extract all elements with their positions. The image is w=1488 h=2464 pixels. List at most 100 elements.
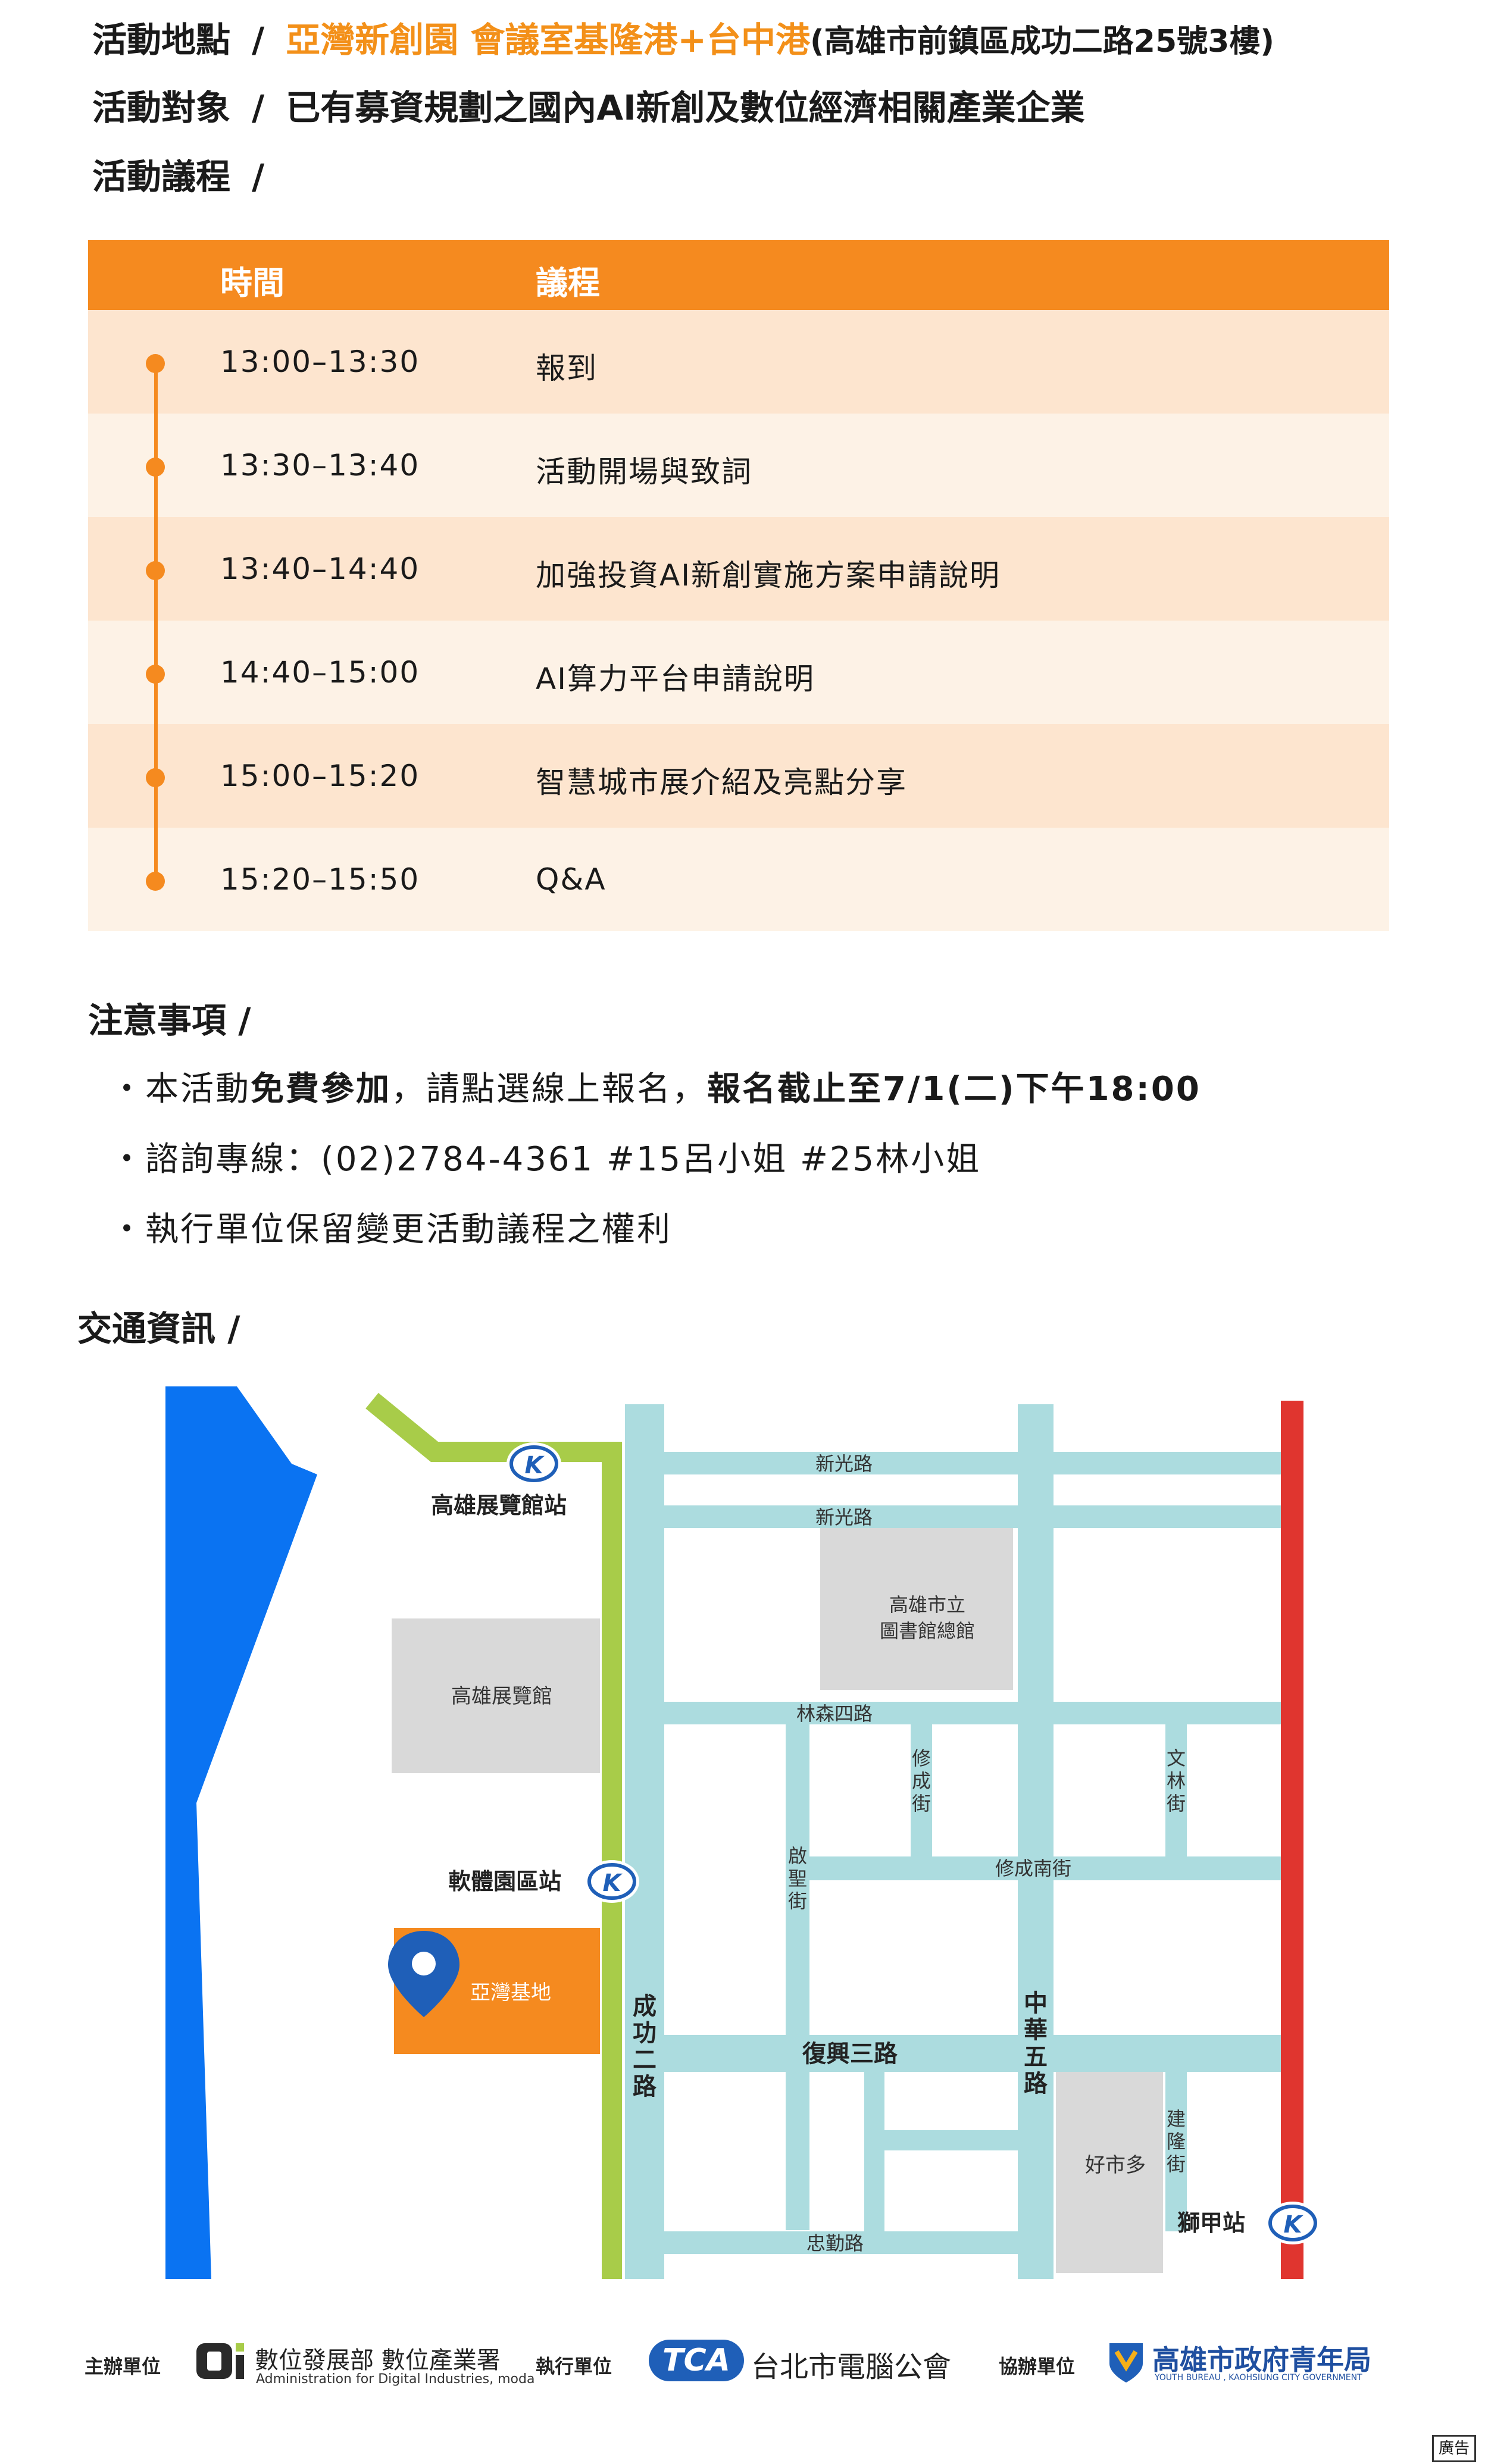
tca-logo-icon: TCA (649, 2340, 744, 2381)
char: 五 (1024, 2043, 1048, 2071)
agenda-row: 13:00–13:30 報到 (88, 310, 1389, 414)
label-library-2: 圖書館總館 (880, 1620, 975, 1642)
agenda-item: AI算力平台申請說明 (536, 662, 815, 696)
label-library-1: 高雄市立 (889, 1593, 965, 1616)
timeline-line (154, 365, 158, 884)
char: 建 (1167, 2108, 1186, 2130)
ad-badge: 廣告 (1432, 2435, 1476, 2462)
notes-title: 注意事項 / (88, 1000, 251, 1041)
road-fuxing (625, 2035, 1283, 2072)
note-free: 免費參加 (251, 1070, 391, 1109)
station-icon-software: K (584, 1860, 639, 1903)
organizer-en: Administration for Digital Industries, m… (256, 2372, 535, 2387)
station-icon-exhibition: K (507, 1442, 561, 1485)
mrt-red-line (1281, 1401, 1303, 2279)
road-xiucheng (911, 1724, 932, 1858)
slash: / (252, 156, 265, 197)
footer: 主辦單位 數位發展部 數位產業署 Administration for Digi… (0, 2325, 1488, 2397)
svg-text:K: K (1284, 2211, 1304, 2238)
char: 林 (1167, 1770, 1186, 1792)
label-station-software: 軟體園區站 (448, 1868, 561, 1895)
label-yawan-base: 亞灣基地 (470, 1981, 551, 2005)
road-jianlong (1165, 2071, 1187, 2231)
road-zhongqin (625, 2231, 1054, 2254)
location-highlight: 亞灣新創園 會議室基隆港+台中港 (286, 20, 810, 60)
location-label: 活動地點 (92, 20, 231, 60)
note-rights: ・執行單位保留變更活動議程之權利 (110, 1210, 672, 1249)
agenda-label: 活動議程 (92, 156, 231, 197)
label-station-exhibition: 高雄展覽館站 (431, 1492, 567, 1519)
char: 聖 (788, 1867, 807, 1890)
label-road-qisheng: 啟 聖 街 (788, 1845, 807, 1912)
executor-name: 台北市電腦公會 (751, 2350, 952, 2384)
char: 修 (912, 1747, 931, 1770)
note-text: ・本活動 (110, 1070, 251, 1109)
note-contact: ・諮詢專線：(02)2784-4361 #15呂小姐 #25林小姐 (110, 1140, 981, 1179)
organizer-label: 主辦單位 (85, 2355, 161, 2378)
note-deadline: 報名截止至7/1(二)下午18:00 (707, 1070, 1201, 1109)
road-small-horiz (864, 2130, 1019, 2150)
agenda-row: 14:40–15:00 AI算力平台申請說明 (88, 621, 1389, 724)
road-zhonghua (1018, 1404, 1054, 2279)
char: 成 (912, 1770, 931, 1792)
lrt-line (365, 1392, 622, 2279)
note-text[interactable]: ，請點選線上報名， (391, 1070, 707, 1109)
char: 華 (1024, 2017, 1048, 2044)
char: 路 (633, 2073, 657, 2100)
svg-text:K: K (603, 1870, 623, 1897)
svg-text:K: K (525, 1452, 545, 1479)
roads (625, 1404, 1283, 2279)
co-organizer-label: 協辦單位 (999, 2355, 1076, 2378)
agenda-time: 14:40–15:00 (220, 655, 420, 690)
char: 街 (1167, 2153, 1186, 2175)
agenda-row: 13:30–13:40 活動開場與致詞 (88, 414, 1389, 517)
header-item: 議程 (536, 264, 600, 302)
agenda-time: 13:30–13:40 (220, 448, 420, 483)
label-costco: 好市多 (1085, 2153, 1146, 2177)
organizer-name: 數位發展部 數位產業署 (255, 2347, 501, 2374)
road-xiucheng-south (786, 1856, 1283, 1880)
road-small-vert (864, 2071, 884, 2231)
transport-map: K K K 高雄展覽館站 軟體園區站 獅甲站 高雄展覽館 高雄市立 圖書館總館 … (165, 1386, 1320, 2279)
char: 路 (1024, 2070, 1048, 2097)
label-road-xinguang-2: 新光路 (815, 1506, 873, 1529)
audience-line: 活動對象/已有募資規劃之國內AI新創及數位經濟相關產業企業 (92, 80, 1085, 130)
header-time: 時間 (220, 264, 285, 302)
road-qisheng (786, 1724, 809, 2230)
costco-block (1056, 2071, 1163, 2273)
agenda-item: 活動開場與致詞 (536, 455, 752, 489)
agenda-time: 13:40–14:40 (220, 552, 420, 586)
agenda-item: 報到 (536, 351, 598, 386)
char: 街 (788, 1890, 807, 1912)
agenda-time: 15:00–15:20 (220, 759, 420, 793)
slash: / (252, 87, 265, 128)
char: 二 (633, 2046, 657, 2074)
station-icon-shijia: K (1265, 2202, 1320, 2244)
location-pin-icon (388, 1931, 459, 2017)
label-road-chenggong: 成 功 二 路 (633, 1993, 657, 2100)
label-road-zhonghua: 中 華 五 路 (1024, 1990, 1048, 2097)
agenda-time: 13:00–13:30 (220, 345, 420, 379)
label-road-zhongqin: 忠勤路 (806, 2232, 864, 2255)
char: 中 (1024, 1990, 1048, 2017)
agenda-row: 15:20–15:50 Q&A (88, 828, 1389, 931)
char: 功 (633, 2020, 657, 2047)
note-registration: ・本活動免費參加，請點選線上報名，報名截止至7/1(二)下午18:00 (110, 1062, 1201, 1110)
agenda-line: 活動議程 / (92, 149, 286, 199)
agenda-table: 時間 議程 13:00–13:30 報到 13:30–13:40 活動開場與致詞… (88, 240, 1389, 931)
label-road-xiucheng-south: 修成南街 (995, 1857, 1071, 1880)
road-chenggong (625, 1404, 664, 2279)
agenda-item: 加強投資AI新創實施方案申請說明 (536, 558, 1001, 593)
location-line: 活動地點/亞灣新創園 會議室基隆港+台中港(高雄市前鎮區成功二路25號3樓) (92, 12, 1274, 62)
agenda-row: 13:40–14:40 加強投資AI新創實施方案申請說明 (88, 517, 1389, 621)
agenda-item: Q&A (536, 862, 607, 897)
label-road-xinguang-1: 新光路 (815, 1452, 873, 1475)
road-xinguang-2 (625, 1505, 1283, 1528)
agenda-item: 智慧城市展介紹及亮點分享 (536, 765, 907, 800)
location-address: (高雄市前鎮區成功二路25號3樓) (810, 24, 1275, 60)
char: 文 (1167, 1747, 1186, 1770)
char: 街 (1167, 1792, 1186, 1815)
audience-value: 已有募資規劃之國內AI新創及數位經濟相關產業企業 (286, 87, 1085, 128)
label-road-linsen: 林森四路 (796, 1702, 873, 1725)
label-exhibition-hall: 高雄展覽館 (451, 1685, 552, 1708)
